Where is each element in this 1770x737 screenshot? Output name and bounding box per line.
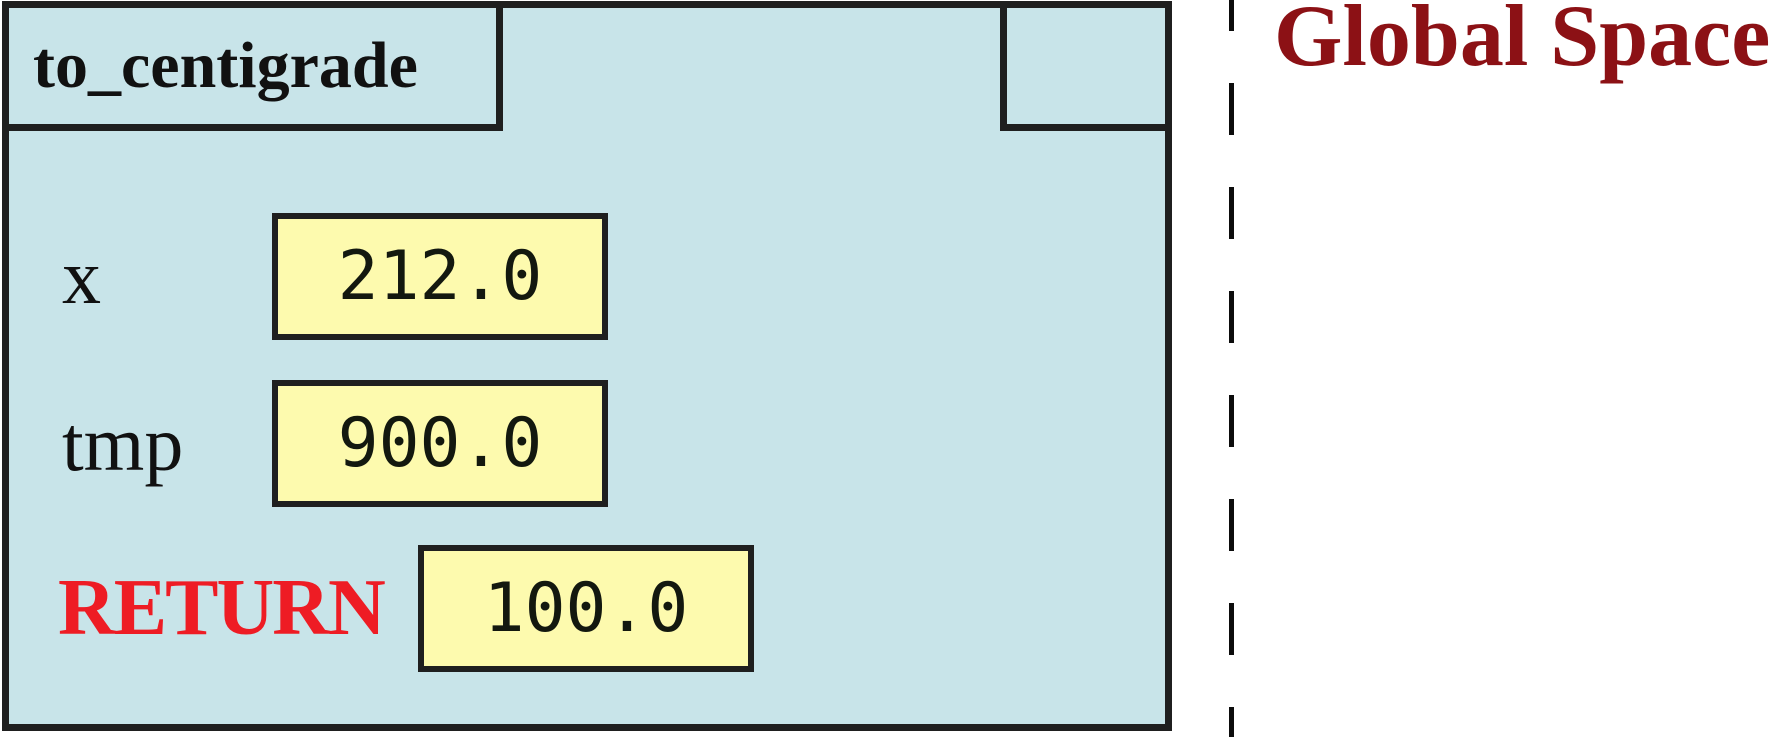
variable-label-x: x (62, 232, 101, 320)
variable-value-tmp: 900.0 (337, 404, 543, 483)
variable-value-box-x: 212.0 (272, 213, 608, 340)
return-value: 100.0 (483, 569, 689, 648)
frame-title: to_centigrade (33, 29, 418, 102)
variable-value-x: 212.0 (337, 237, 543, 316)
return-value-box: 100.0 (418, 545, 754, 672)
return-label: RETURN (58, 564, 386, 652)
variable-value-box-tmp: 900.0 (272, 380, 608, 507)
global-space-label: Global Space (1274, 0, 1770, 85)
variable-label-tmp: tmp (62, 399, 184, 487)
frame-tab: to_centigrade (2, 1, 503, 131)
frame-global-divider-dashed-line (1229, 0, 1234, 737)
instruction-counter-box (1000, 1, 1172, 131)
